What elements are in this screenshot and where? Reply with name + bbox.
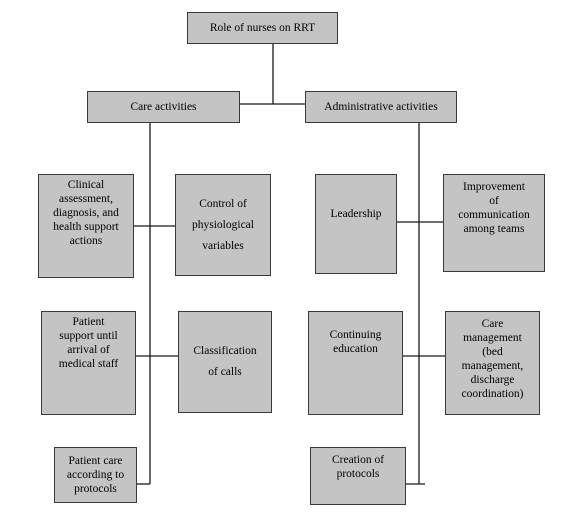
communication-node: Improvement of communication among teams [443,174,545,272]
patient-support-label: Patient support until arrival of medical… [58,316,119,370]
administrative-activities-node: Administrative activities [305,91,457,123]
communication-label: Improvement of communication among teams [458,181,530,235]
patient-support-node: Patient support until arrival of medical… [41,311,136,415]
classification-calls-label: Classification of calls [193,345,257,378]
administrative-activities-label: Administrative activities [324,101,438,113]
root-node-label: Role of nurses on RRT [209,22,316,34]
leadership-label: Leadership [330,208,382,220]
leadership-node: Leadership [315,174,397,274]
care-management-node: Care management (bed management, dischar… [445,311,540,415]
continuing-education-node: Continuing education [308,311,403,415]
root-node: Role of nurses on RRT [187,12,338,44]
clinical-assessment-label: Clinical assessment, diagnosis, and heal… [53,179,119,247]
patient-care-protocols-label: Patient care according to protocols [66,455,125,495]
care-management-label: Care management (bed management, dischar… [461,318,524,400]
control-physiological-node: Control of physiological variables [175,174,271,276]
care-activities-label: Care activities [130,101,197,113]
continuing-education-label: Continuing education [329,329,382,355]
control-physiological-label: Control of physiological variables [192,197,254,252]
patient-care-protocols-node: Patient care according to protocols [54,447,137,503]
creation-protocols-node: Creation of protocols [310,447,406,505]
care-activities-node: Care activities [87,91,240,123]
creation-protocols-label: Creation of protocols [331,454,385,480]
classification-calls-node: Classification of calls [178,311,272,413]
clinical-assessment-node: Clinical assessment, diagnosis, and heal… [38,174,134,278]
